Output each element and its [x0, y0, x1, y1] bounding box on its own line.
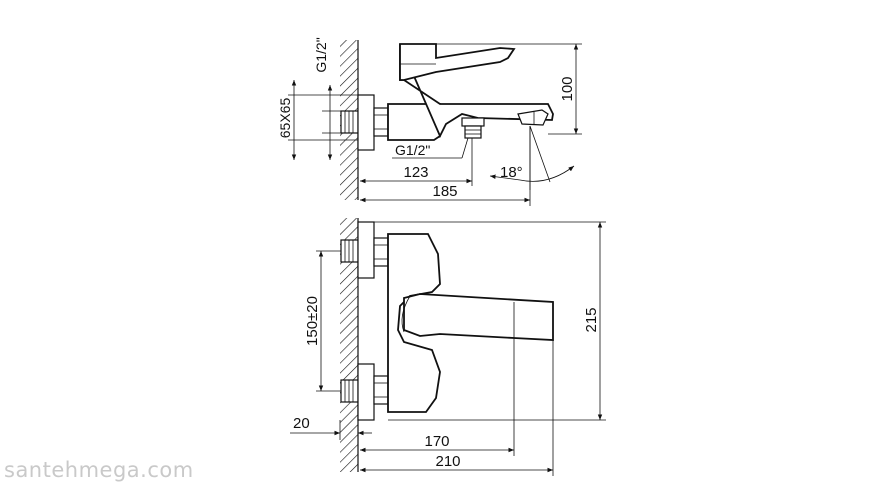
- dim-thread-bottom-label: G1/2": [395, 142, 430, 158]
- dim-height-215-label: 215: [583, 307, 600, 332]
- mixer-body-side: [387, 43, 554, 141]
- dim-length-123: 123: [360, 138, 473, 186]
- inlet-upper: [340, 221, 389, 279]
- dim-length-210-label: 210: [435, 453, 460, 470]
- dim-wall-plate: 65X65: [277, 80, 358, 160]
- dim-height-top-label: 100: [559, 76, 576, 101]
- side-view: 65X65 G1/2" 100 G1/2" 123: [277, 37, 582, 206]
- dim-angle-label: 18°: [500, 164, 523, 181]
- dim-thread-top: G1/2": [313, 37, 341, 160]
- wall-bottom-hatch: [340, 218, 358, 472]
- dim-wall-plate-label: 65X65: [277, 98, 293, 139]
- dim-angle: 18°: [489, 125, 575, 190]
- dim-offset-20-label: 20: [293, 415, 310, 432]
- plan-view: 150±20 215 20 170 210: [290, 218, 606, 476]
- dim-spacing-label: 150±20: [304, 296, 321, 346]
- dim-length-185-label: 185: [432, 183, 457, 200]
- dim-spacing: 150±20: [304, 250, 341, 392]
- dim-height-215: 215: [374, 221, 606, 421]
- dim-length-170-label: 170: [424, 433, 449, 450]
- mixer-body-plan: [387, 233, 554, 413]
- dim-length-123-label: 123: [403, 164, 428, 181]
- dim-thread-top-label: G1/2": [313, 37, 329, 72]
- dim-offset-20: 20: [290, 415, 372, 440]
- dim-height-top: 100: [436, 43, 582, 135]
- inlet-lower: [340, 363, 389, 421]
- watermark-text: santehmega.com: [4, 458, 194, 482]
- dim-length-170: 170: [360, 338, 515, 456]
- dim-length-210: 210: [360, 340, 554, 476]
